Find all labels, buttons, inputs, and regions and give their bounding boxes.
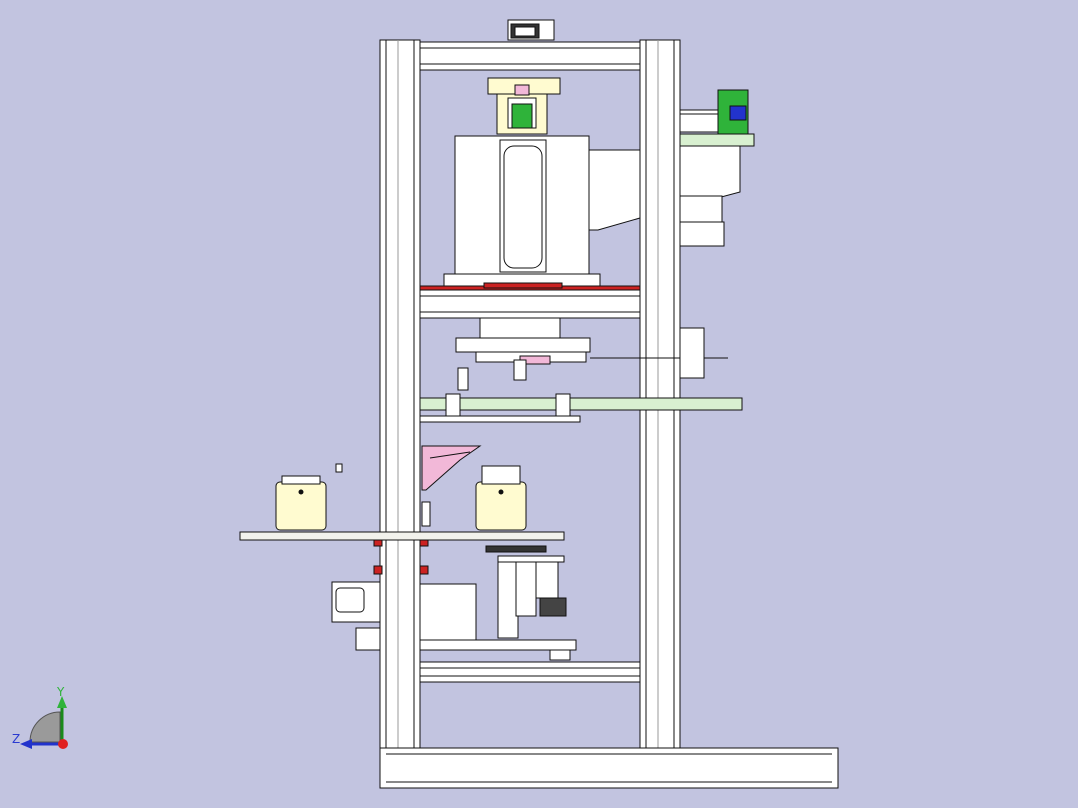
small-block — [335, 463, 343, 473]
triad-arc — [29, 711, 61, 743]
pink-bracket — [421, 445, 482, 527]
machine-model[interactable] — [239, 19, 839, 789]
frame-column-left — [379, 39, 421, 749]
frame-beam-top — [419, 41, 641, 71]
frame-beam-upper — [419, 289, 641, 319]
y-axis-head — [57, 696, 67, 708]
canister-right — [475, 465, 527, 531]
base-rail — [379, 747, 839, 789]
axis-triad-icon: Y Z — [12, 686, 68, 749]
middle-actuator — [455, 317, 728, 391]
middle-plate — [419, 393, 743, 423]
y-axis-label: Y — [56, 686, 65, 699]
frame-column-right — [639, 39, 681, 749]
top-motor-cap — [507, 19, 555, 41]
frame-beam-lower — [419, 661, 641, 683]
lower-gripper — [419, 545, 577, 661]
upper-drive-assembly — [419, 77, 641, 291]
x-axis-dot — [58, 739, 68, 749]
canister-left — [275, 475, 327, 531]
z-axis-head — [20, 739, 32, 749]
z-axis-label: Z — [12, 732, 20, 746]
rotary-plate — [239, 531, 565, 547]
lower-motor — [331, 565, 477, 651]
side-motor-top — [679, 89, 755, 247]
